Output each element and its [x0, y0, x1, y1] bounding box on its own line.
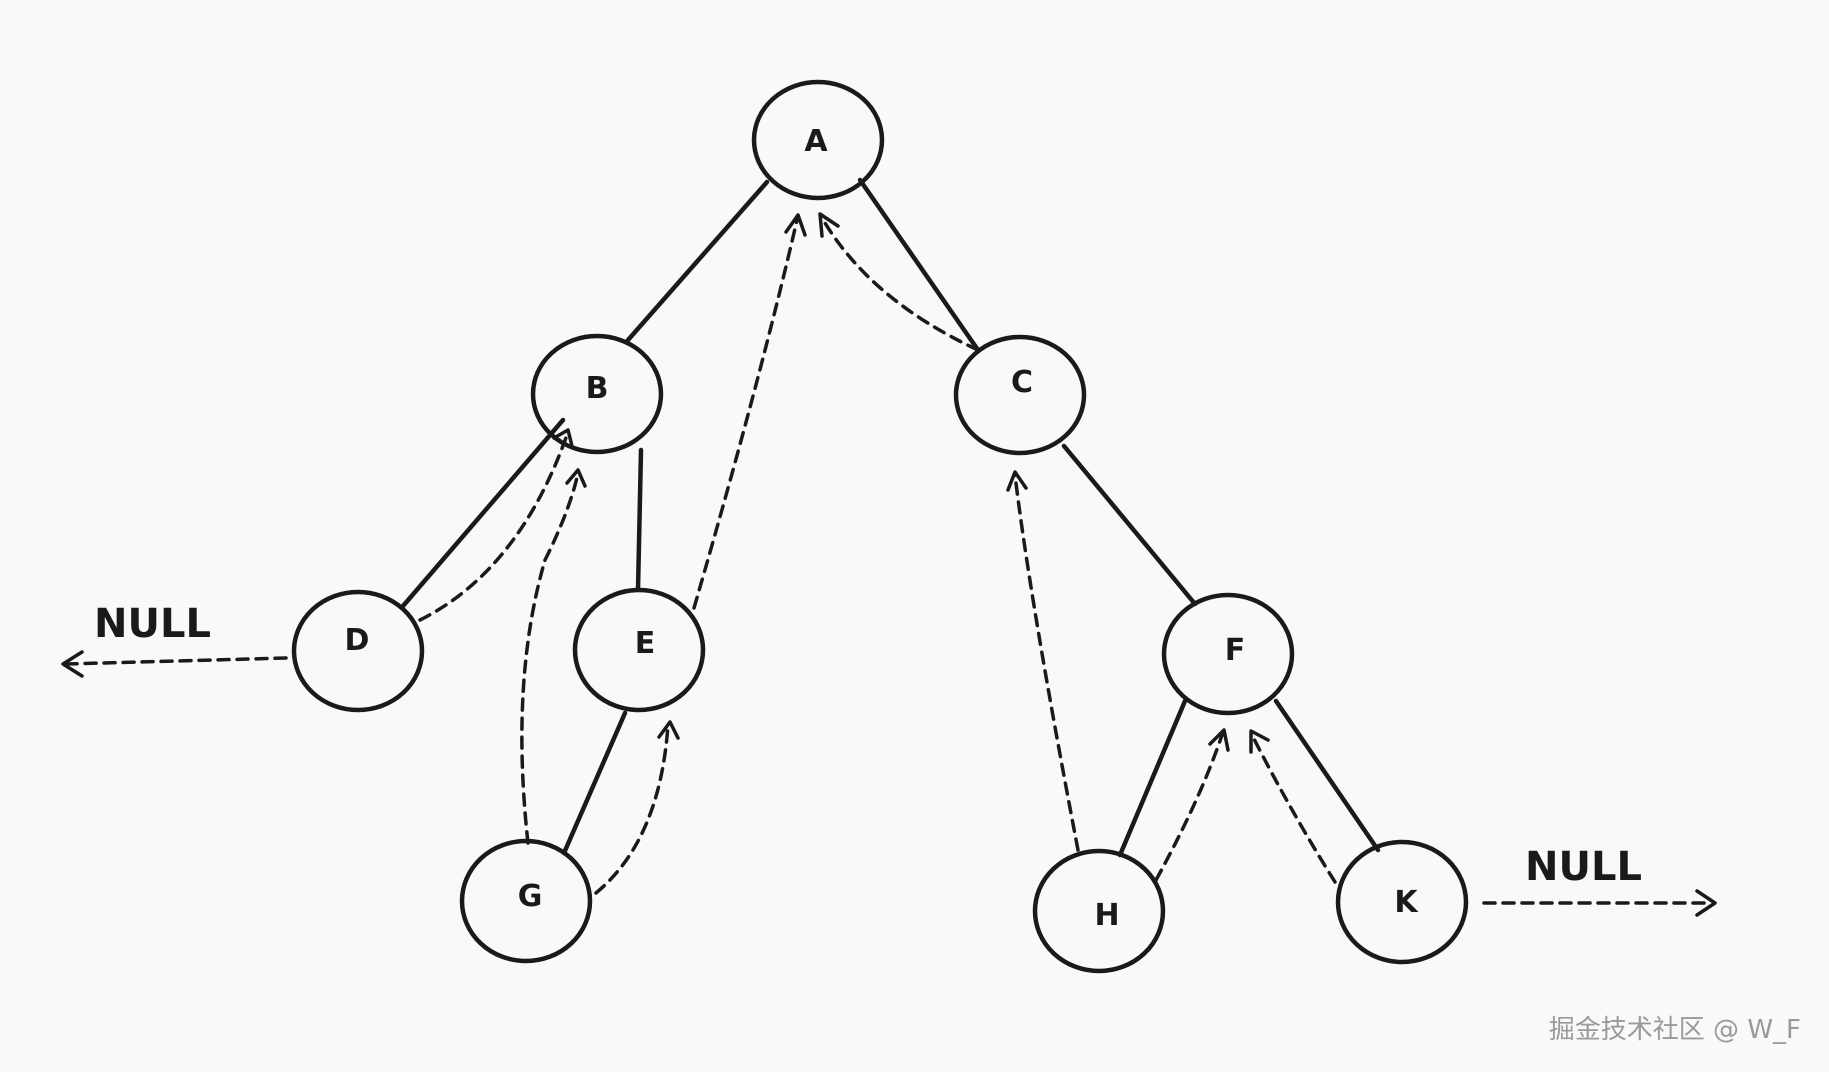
node-h-circle [1032, 848, 1166, 974]
node-k-label: K [1394, 885, 1419, 920]
watermark: 掘金技术社区 @ W_F [1548, 1015, 1801, 1045]
thread-h-to-c [1013, 473, 1080, 852]
node-e-circle [572, 587, 706, 713]
edge-c-f [1061, 443, 1198, 607]
thread-g-to-b [520, 471, 580, 845]
thread-e-to-a-arrowhead [784, 213, 807, 237]
edge-b-d [400, 417, 566, 609]
node-a-circle [751, 79, 885, 201]
thread-h-to-f-arrowhead [1208, 728, 1230, 752]
thread-c-to-a [820, 216, 980, 352]
node-g-label: G [518, 879, 543, 914]
thread-d-to-null-arrowhead [61, 650, 84, 678]
thread-k-to-null-arrowhead [1695, 889, 1717, 917]
thread-h-to-f [1154, 733, 1224, 882]
node-c: C [953, 334, 1087, 456]
node-g-circle [459, 838, 593, 964]
edge-a-c [857, 177, 981, 353]
thread-g-to-b-arrowhead [565, 468, 587, 488]
thread-k-to-f-arrowhead [1249, 729, 1270, 754]
thread-d-to-null [64, 656, 288, 666]
node-d: D [291, 589, 425, 713]
node-c-label: C [1011, 365, 1033, 400]
node-k: K [1335, 839, 1469, 965]
node-e: E [572, 587, 706, 713]
null-label-right: NULL [1525, 844, 1642, 890]
thread-g-to-e [594, 723, 670, 895]
node-b-circle [530, 333, 664, 455]
node-a-label: A [804, 124, 828, 159]
node-h: H [1032, 848, 1166, 974]
node-b-label: B [586, 371, 609, 406]
thread-edges [61, 212, 1717, 917]
thread-k-to-f [1250, 733, 1337, 884]
edge-f-h [1117, 698, 1188, 858]
thread-c-to-a-arrowhead [818, 212, 840, 238]
node-c-circle [953, 334, 1087, 456]
node-b: B [530, 333, 664, 455]
edge-f-k [1273, 698, 1381, 853]
thread-e-to-a [692, 218, 799, 610]
thread-h-to-c-arrowhead [1006, 470, 1028, 492]
thread-g-to-e-arrowhead [657, 720, 680, 740]
node-a: A [751, 79, 885, 201]
node-d-circle [291, 589, 425, 713]
thread-d-to-b [418, 430, 570, 622]
edge-a-b [625, 179, 770, 343]
node-f: F [1161, 592, 1295, 716]
node-h-label: H [1094, 898, 1119, 933]
node-f-circle [1161, 592, 1295, 716]
node-e-label: E [635, 626, 656, 661]
node-f-label: F [1225, 633, 1246, 668]
null-label-left: NULL [94, 601, 211, 647]
thread-d-to-b-arrowhead [552, 428, 574, 448]
edge-e-g [561, 710, 628, 856]
node-d-label: D [345, 623, 370, 658]
node-g: G [459, 838, 593, 964]
tree-edges [400, 177, 1381, 858]
edge-b-e [635, 447, 644, 593]
node-k-circle [1335, 839, 1469, 965]
